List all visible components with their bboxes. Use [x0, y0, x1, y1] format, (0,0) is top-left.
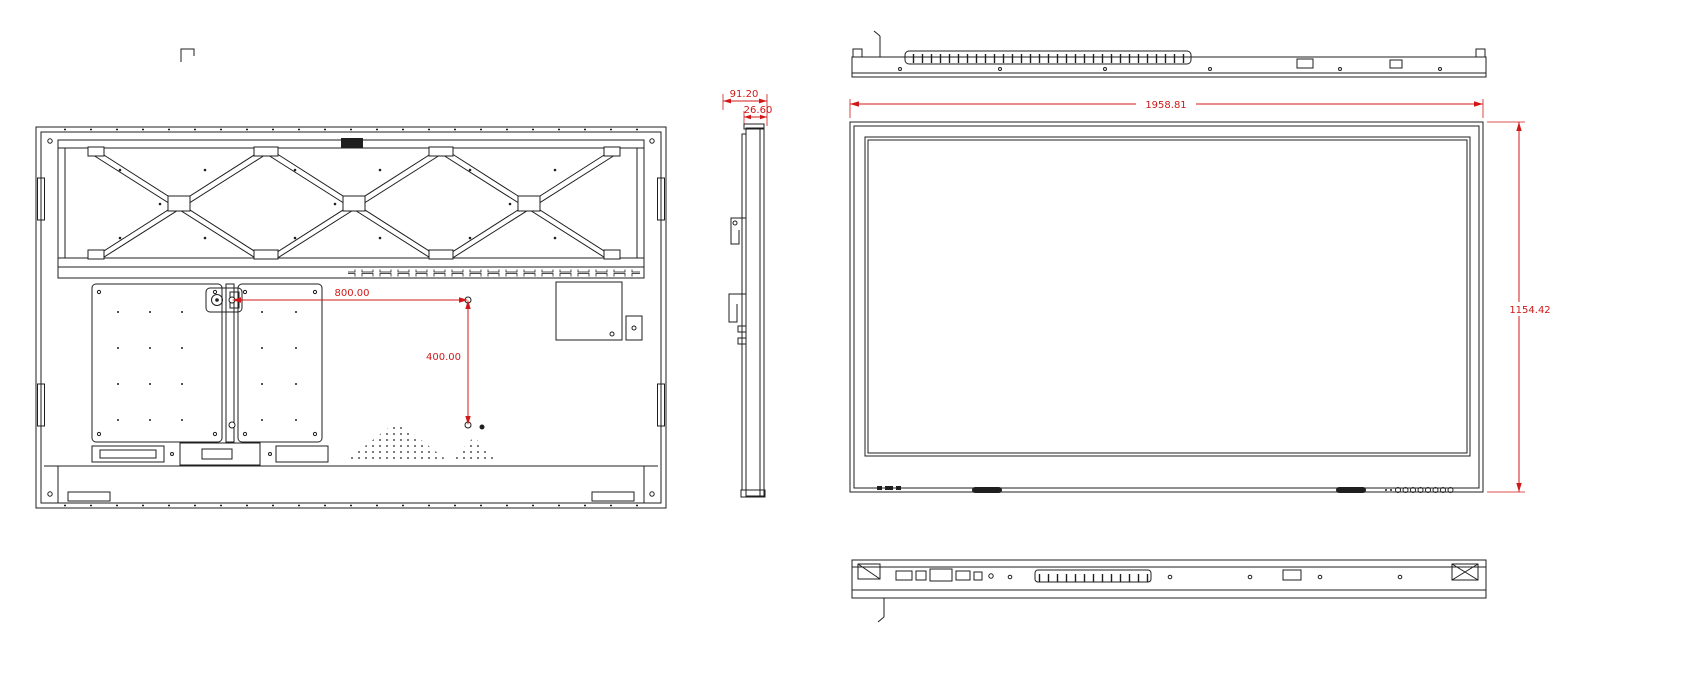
front-height-dimension: 1154.42 — [1487, 121, 1554, 493]
bottom-left-bracket — [857, 563, 881, 580]
rear-view: 800.00 400.00 — [35, 48, 667, 509]
side-view: 91.20 26.60 — [722, 89, 773, 498]
truss-structure — [57, 138, 645, 268]
vesa-hole — [228, 421, 236, 429]
side-depth-total-dimension: 91.20 — [722, 89, 768, 126]
bottom-vent-grille — [1034, 569, 1152, 583]
mounting-rail — [57, 266, 645, 279]
bottom-bezel-details — [877, 486, 1454, 493]
bottom-view — [851, 559, 1487, 623]
top-view — [851, 30, 1487, 78]
connector-ports — [895, 568, 994, 582]
bottom-vents — [91, 442, 329, 466]
rear-vesa-height-label: 400.00 — [426, 352, 461, 363]
screen-area — [864, 136, 1471, 457]
top-vent-grille — [904, 50, 1192, 65]
vesa-mount-area — [205, 287, 485, 430]
front-height-label: 1154.42 — [1509, 305, 1550, 316]
speaker-bar — [972, 487, 1002, 493]
front-width-label: 1958.81 — [1145, 100, 1186, 111]
speaker-grille-dots — [346, 421, 499, 461]
detail-marker — [180, 48, 195, 62]
logo-mark — [877, 486, 882, 490]
top-handle — [341, 138, 363, 148]
rear-vesa-width-dimension: 800.00 — [232, 288, 468, 303]
wifi-antenna — [873, 30, 881, 57]
service-panels — [91, 283, 323, 443]
side-depth-total-label: 91.20 — [730, 89, 759, 100]
rear-vesa-height-dimension: 400.00 — [426, 300, 471, 425]
speaker-bar — [1336, 487, 1366, 493]
rear-connector-box — [555, 281, 643, 341]
front-width-dimension: 1958.81 — [849, 97, 1484, 118]
side-depth-front-dimension: 26.60 — [743, 105, 773, 126]
side-depth-front-label: 26.60 — [744, 105, 773, 116]
bottom-antenna — [877, 598, 885, 623]
rear-vesa-width-label: 800.00 — [335, 288, 370, 299]
bottom-right-bracket — [1451, 563, 1479, 581]
control-buttons — [1385, 487, 1454, 493]
front-view: 1958.81 1154.42 — [849, 97, 1554, 493]
